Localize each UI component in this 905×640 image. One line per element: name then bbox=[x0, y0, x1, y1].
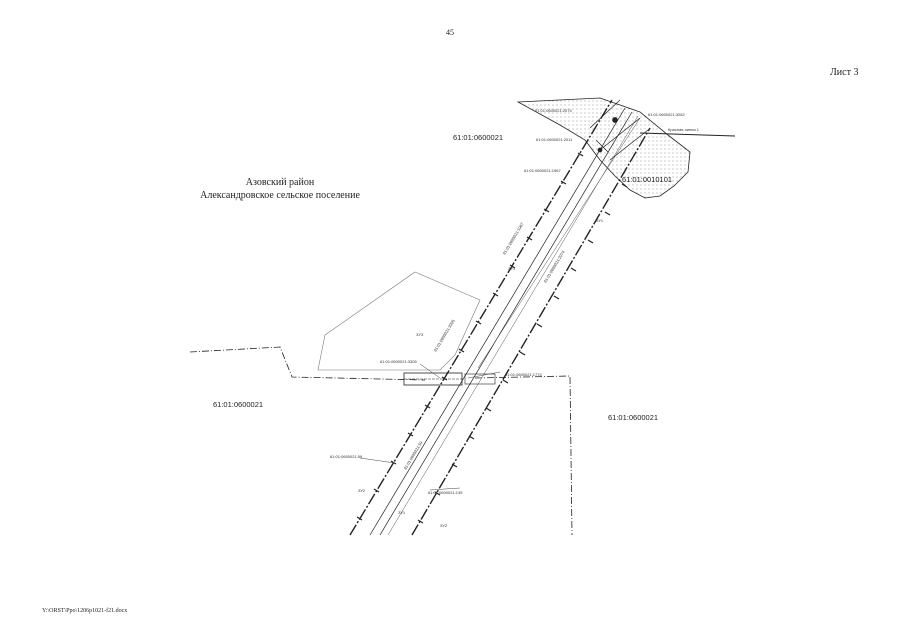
parcel-label-8: 61:01:0600021:3282 bbox=[648, 112, 685, 117]
zone-label-2: ЗУ2 bbox=[358, 488, 366, 493]
corridor-label-3: 61:01:0600021:3305 bbox=[433, 318, 457, 353]
parcel-label-5: 61:01:0600021:2011 bbox=[536, 137, 573, 142]
district-caption: Азовский район Александровское сельское … bbox=[180, 176, 380, 202]
page-number: 45 bbox=[446, 28, 454, 37]
block-boundary-right bbox=[474, 375, 573, 536]
parcel-outline bbox=[317, 271, 481, 371]
zone-label-1: ЗУ3 bbox=[416, 332, 424, 337]
settlement-name: Александровское сельское поселение bbox=[200, 190, 360, 201]
parcel-label-6: 61:01:0600021:1967 bbox=[524, 168, 561, 173]
sheet-label: Лист 3 bbox=[830, 67, 859, 78]
zone-label-4: ЗУ1 bbox=[596, 218, 604, 223]
top-cluster bbox=[589, 99, 649, 161]
parcel-label-2: 61:01:0600021:1774 bbox=[505, 372, 542, 377]
red-line-label: Красная линия 1 bbox=[668, 127, 700, 132]
corridor-label-4: 61:01:0600021:59 bbox=[403, 440, 424, 471]
road-corridor bbox=[349, 99, 651, 536]
label-leaders bbox=[359, 363, 501, 491]
file-path: Y:\ORST\Ppo\1206p1021-f21.docx bbox=[42, 608, 128, 614]
district-name: Азовский район bbox=[245, 177, 315, 188]
parcel-label-1: 61:01:0600021:3305 bbox=[380, 359, 417, 364]
corridor-ticks bbox=[356, 152, 628, 524]
block-label-right: 61:01:0600021 bbox=[608, 413, 658, 422]
parcel-label-3: 61:01:0600021:59 bbox=[330, 454, 363, 459]
red-line bbox=[639, 132, 736, 137]
zone-label-6: ЗУ1 bbox=[398, 510, 406, 515]
block-boundary-left bbox=[189, 346, 426, 381]
block-label-left: 61:01:0600021 bbox=[213, 400, 263, 409]
block-label-top: 61:01:0600021 bbox=[453, 133, 503, 142]
zone-label-3: ЗУ2 bbox=[440, 523, 448, 528]
block-label-upper-right: 61:01:0010101 bbox=[622, 175, 672, 184]
parcel-label-4: 61:01:0600021:135 bbox=[428, 490, 463, 495]
zone-label-5: ЗУ1 bbox=[508, 266, 516, 271]
parcel-label-7: 61:01:0600021:2074 bbox=[535, 108, 572, 113]
